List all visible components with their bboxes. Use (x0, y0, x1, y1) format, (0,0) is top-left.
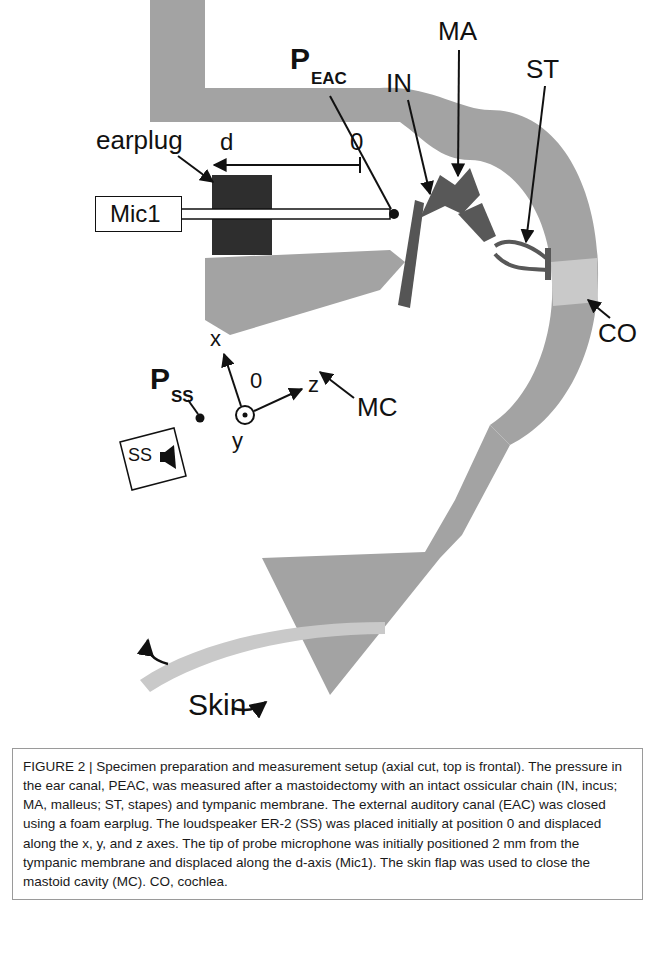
temporal-bone (150, 0, 598, 445)
leader-line (408, 100, 430, 194)
incus (458, 203, 496, 242)
speaker-tip (196, 414, 205, 423)
canal-wall (205, 250, 405, 335)
axis-name: z (308, 374, 319, 396)
cochlea (551, 258, 598, 306)
leader-line (588, 300, 610, 318)
part-name: CO (598, 320, 637, 346)
leader-line (330, 96, 391, 209)
part-name: MA (438, 18, 477, 44)
axis-name: y (232, 430, 243, 452)
skin-flap (140, 622, 385, 692)
y-axis-origin (236, 406, 254, 424)
axis-origin: 0 (250, 370, 262, 392)
node-text: SS (128, 446, 152, 464)
x-axis (224, 354, 241, 406)
pressure-symbol: P (150, 364, 170, 394)
leader-line (458, 50, 459, 176)
axis-name: d (220, 130, 233, 154)
pressure-symbol: P (290, 44, 310, 74)
microphone-box: Mic1 (95, 196, 182, 232)
speaker-box: SS (112, 424, 192, 494)
tympanic-membrane (398, 200, 424, 308)
stapes-footplate (545, 248, 551, 280)
y-axis-dot (243, 413, 248, 418)
part-name: MC (357, 394, 397, 420)
leader-line (526, 86, 545, 242)
d-axis (214, 164, 360, 166)
probe-tip (389, 209, 399, 219)
z-axis (254, 389, 302, 411)
part-name: ST (526, 56, 559, 82)
part-name: IN (386, 70, 412, 96)
part-name: Skin (188, 690, 246, 720)
axis-name: x (210, 328, 221, 350)
speaker-cone (165, 445, 176, 469)
stapes (495, 242, 546, 270)
leader-line (320, 372, 354, 398)
node-text: Mic1 (110, 200, 161, 227)
figure-caption: FIGURE 2 | Specimen preparation and meas… (12, 748, 643, 900)
d-axis-tick (359, 157, 361, 173)
pressure-subscript: SS (171, 388, 194, 405)
skin-arrow (148, 640, 168, 664)
speaker-housing (120, 428, 186, 490)
leader-line (178, 156, 213, 182)
pressure-subscript: EAC (311, 70, 347, 87)
part-name: earplug (96, 127, 183, 153)
axis-origin: 0 (350, 130, 363, 154)
probe-tube (180, 209, 390, 219)
mastoid-bone (262, 425, 510, 695)
speaker-magnet (160, 452, 165, 462)
